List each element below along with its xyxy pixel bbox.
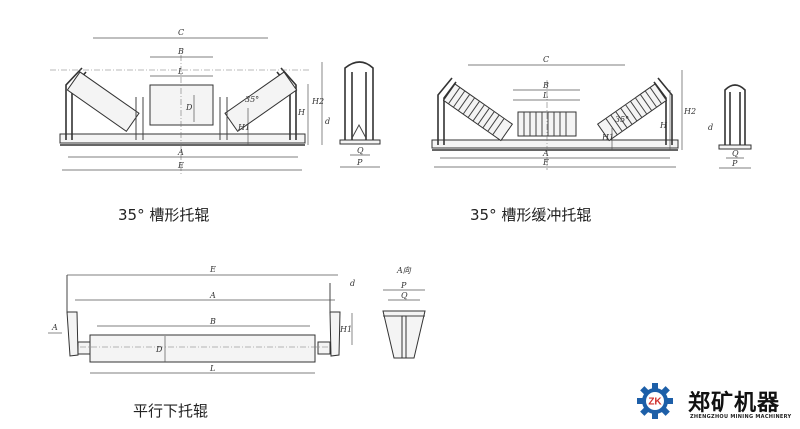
logo-subtitle: ZHENGZHOU MINING MACHINERY [690, 414, 792, 420]
svg-text:35°: 35° [615, 115, 629, 124]
return-idler-a-view: A向 P Q [382, 266, 426, 359]
caption-buffer-idler: 35° 槽形缓冲托辊 [470, 206, 592, 224]
svg-text:A: A [542, 149, 549, 158]
svg-text:H1: H1 [601, 133, 614, 142]
svg-text:35°: 35° [245, 95, 259, 104]
svg-text:A: A [51, 323, 58, 332]
svg-text:P: P [356, 158, 363, 167]
svg-text:D: D [155, 345, 163, 354]
caption-return-idler: 平行下托辊 [133, 402, 209, 420]
svg-text:L: L [177, 67, 183, 76]
svg-text:D: D [185, 103, 193, 112]
svg-text:E: E [177, 161, 184, 170]
svg-text:A: A [209, 291, 216, 300]
svg-text:Q: Q [732, 149, 739, 158]
buffer-idler-front-view: C B L 35° H1 H H2 A E [431, 55, 696, 170]
logo-name: 郑矿机器 [688, 391, 781, 416]
company-logo: ZK [637, 383, 673, 419]
right-wing-roller [224, 71, 298, 133]
gear-icon: ZK [637, 383, 673, 419]
svg-text:B: B [542, 81, 549, 90]
return-roller [89, 334, 316, 363]
svg-text:L: L [542, 91, 548, 100]
svg-text:H2: H2 [683, 107, 696, 116]
svg-text:C: C [543, 55, 549, 64]
svg-text:H: H [659, 121, 668, 130]
svg-text:Q: Q [401, 291, 408, 300]
svg-text:E: E [542, 158, 549, 167]
svg-text:H: H [297, 108, 306, 117]
left-wing-roller [66, 71, 140, 133]
svg-text:Q: Q [357, 146, 364, 155]
base-frame [59, 133, 306, 144]
svg-text:H1: H1 [339, 325, 352, 334]
svg-text:P: P [400, 281, 407, 290]
svg-text:H2: H2 [311, 97, 324, 106]
svg-text:A: A [177, 148, 184, 157]
troughed-idler-front-view: C B L D 35° H1 H H2 A E [50, 28, 324, 175]
svg-text:C: C [178, 28, 184, 37]
svg-text:ZK: ZK [648, 397, 662, 408]
troughed-idler-side-view: Q P d [325, 61, 381, 168]
svg-text:d: d [350, 279, 355, 288]
svg-text:A向: A向 [396, 266, 412, 275]
svg-text:P: P [731, 159, 738, 168]
svg-text:B: B [209, 317, 216, 326]
svg-text:E: E [209, 265, 216, 274]
svg-text:d: d [325, 117, 330, 126]
svg-text:B: B [177, 47, 184, 56]
caption-troughed-idler: 35° 槽形托辊 [118, 206, 210, 224]
center-roller [149, 84, 214, 126]
svg-text:d: d [708, 123, 713, 132]
svg-text:H1: H1 [237, 123, 250, 132]
buffer-idler-side-view: Q P d [708, 84, 752, 169]
return-idler-front-view: E A B D L H1 d A [48, 265, 355, 374]
svg-text:L: L [209, 364, 215, 373]
